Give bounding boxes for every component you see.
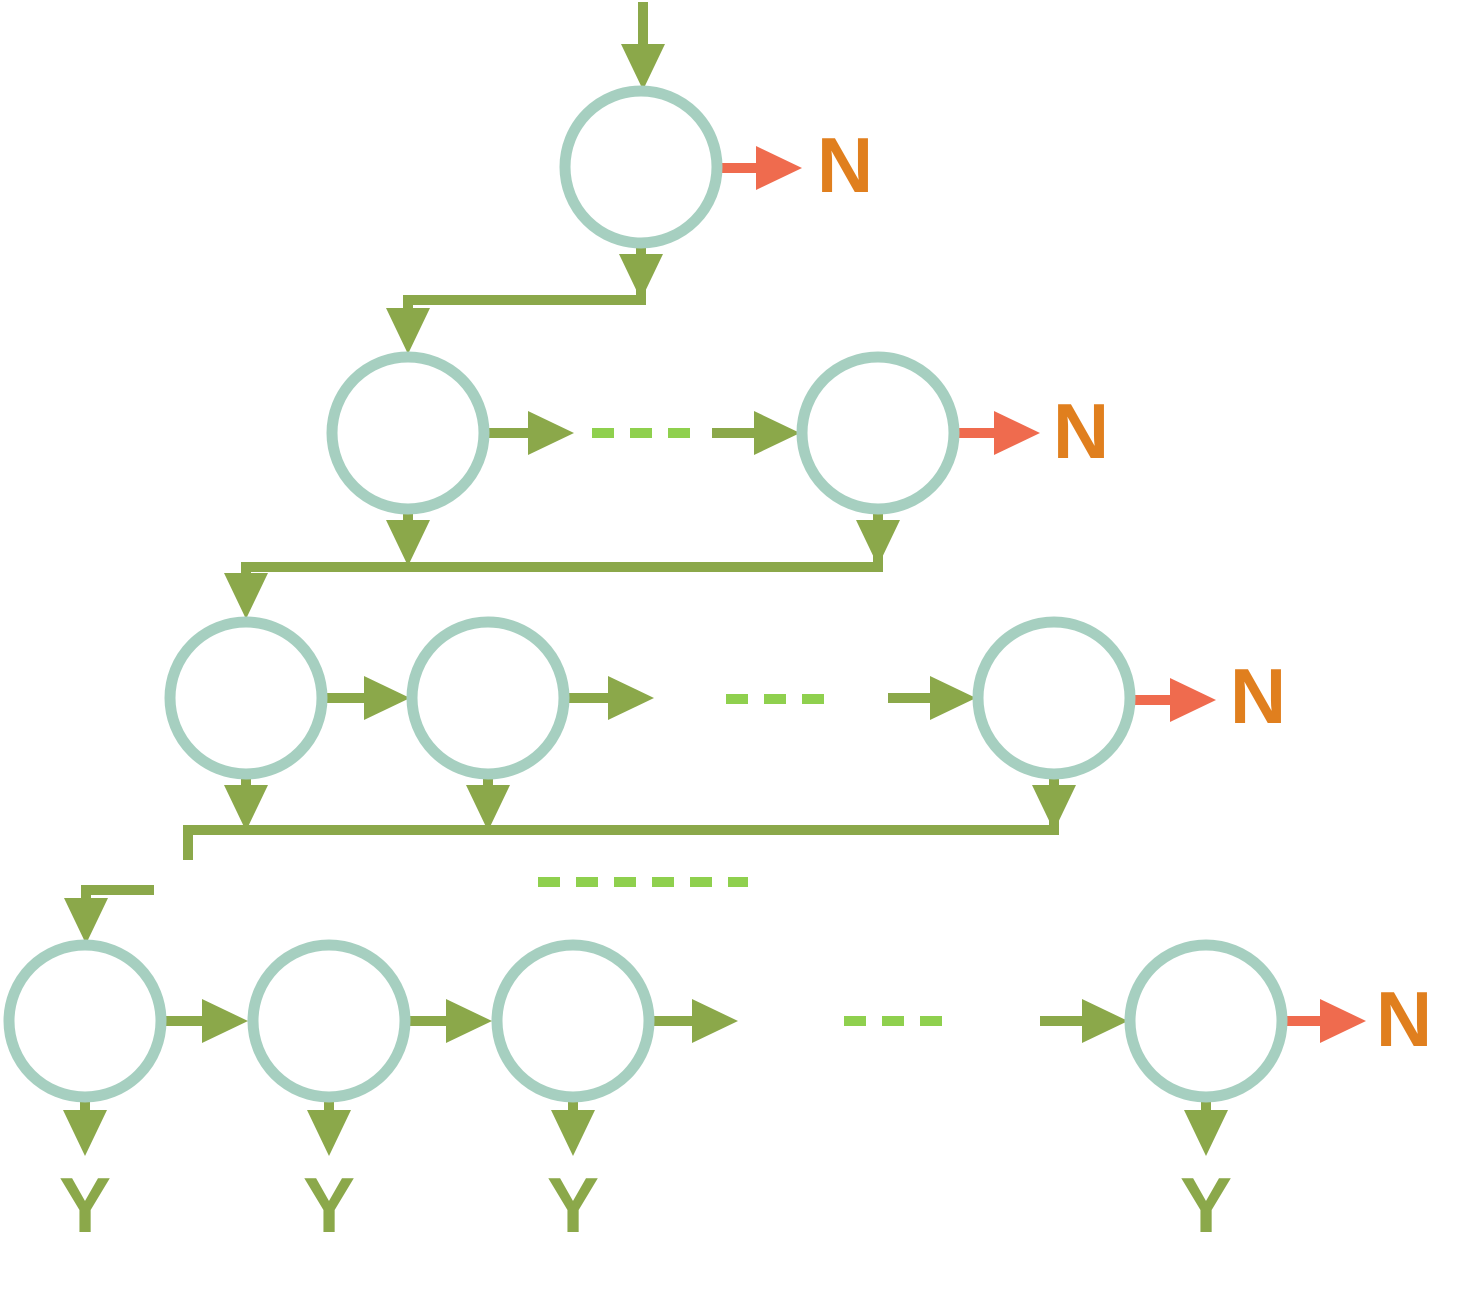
arrowhead-down xyxy=(224,785,268,831)
connector-line xyxy=(241,548,883,583)
accept-label: Y xyxy=(59,1161,111,1249)
flow-arrow-head xyxy=(364,676,410,720)
arrowhead-down xyxy=(466,785,510,831)
reject-label: N xyxy=(1053,387,1109,475)
flow-arrow-head xyxy=(202,999,248,1043)
accept-label: Y xyxy=(547,1161,599,1249)
arrowhead-down xyxy=(1032,785,1076,831)
connector-line xyxy=(403,284,646,318)
flow-arrow-head xyxy=(446,999,492,1043)
reject-arrow-head xyxy=(1170,678,1216,722)
nodes xyxy=(3,85,1288,1103)
flow-arrow-head xyxy=(608,676,654,720)
reject-label: N xyxy=(1376,975,1432,1063)
node-circle xyxy=(247,939,411,1103)
node-circle xyxy=(3,939,167,1103)
arrowhead-down xyxy=(224,573,268,619)
ellipsis-dashes xyxy=(538,428,944,1026)
node-circle xyxy=(1124,939,1288,1103)
flow-arrow-head xyxy=(930,676,976,720)
accept-label: Y xyxy=(303,1161,355,1249)
flow-arrow-head xyxy=(692,999,738,1043)
flow-arrow-head xyxy=(1082,999,1128,1043)
outcome-labels: N N N N Y Y Y Y xyxy=(59,121,1432,1249)
arrowhead-down xyxy=(386,308,430,354)
node-circle xyxy=(164,616,328,780)
arrowhead-down xyxy=(621,44,665,90)
node-circle xyxy=(326,351,490,515)
arrowhead-down xyxy=(1184,1110,1228,1156)
node-circle xyxy=(406,616,570,780)
arrowhead-down xyxy=(551,1110,595,1156)
reject-arrow-head xyxy=(756,146,802,190)
arrowhead-down xyxy=(64,898,108,944)
horizontal-flow-arrows xyxy=(164,411,1128,1043)
reject-arrow-head xyxy=(994,411,1040,455)
arrowhead-down xyxy=(619,254,663,300)
arrowhead-down xyxy=(856,520,900,566)
arrowheads xyxy=(63,44,1228,1156)
reject-arrow-head xyxy=(1320,999,1366,1043)
arrowhead-down xyxy=(63,1110,107,1156)
arrowhead-down xyxy=(386,520,430,566)
reject-label: N xyxy=(1230,652,1286,740)
node-circle xyxy=(796,351,960,515)
flow-arrow-head xyxy=(528,411,574,455)
node-circle xyxy=(972,616,1136,780)
flow-arrow-head xyxy=(754,411,800,455)
reject-arrows xyxy=(720,146,1366,1043)
node-circle xyxy=(559,85,723,249)
reject-label: N xyxy=(817,121,873,209)
node-circle xyxy=(491,939,655,1103)
connector-line xyxy=(183,813,1059,860)
arrowhead-down xyxy=(307,1110,351,1156)
accept-label: Y xyxy=(1180,1161,1232,1249)
